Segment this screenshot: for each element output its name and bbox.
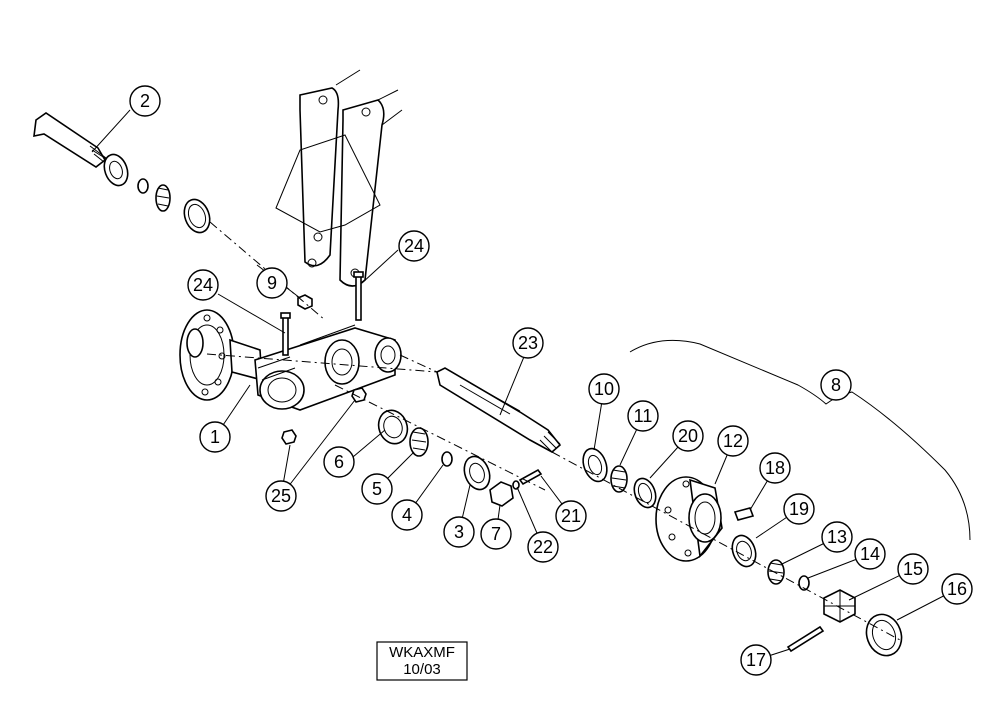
callout-label: 15 [903,559,923,579]
callout-label: 12 [723,431,743,451]
hub-part-12 [655,476,903,657]
callout-20: 20 [672,420,704,452]
lower-left-parts [377,409,543,507]
callout-label: 9 [267,273,277,293]
callout-label: 8 [831,375,841,395]
callout-8: 8 [820,369,852,401]
callout-15: 15 [897,553,929,585]
drawing-stamp: WKAXMF 10/03 [376,641,468,681]
callout-13: 13 [821,521,853,553]
callout-6: 6 [323,446,355,478]
callout-label: 7 [491,524,501,544]
callout-16: 16 [941,573,973,605]
callout-label: 1 [210,427,220,447]
callout-17: 17 [740,644,772,676]
callout-14: 14 [854,538,886,570]
callout-label: 18 [765,458,785,478]
stamp-date: 10/03 [403,661,441,678]
callout-22: 22 [527,531,559,563]
spindle-part-23 [436,367,562,453]
callout-1: 1 [199,421,231,453]
callout-label: 6 [334,452,344,472]
callout-label: 13 [827,527,847,547]
callout-label: 10 [594,379,614,399]
callout-3: 3 [443,516,475,548]
callout-label: 4 [402,505,412,525]
callout-23: 23 [512,327,544,359]
callout-5: 5 [361,473,393,505]
stamp-code: WKAXMF [389,644,455,661]
callout-24-right: 24 [398,230,430,262]
callout-19: 19 [783,493,815,525]
callout-7: 7 [480,518,512,550]
callout-21: 21 [555,500,587,532]
callout-4: 4 [391,499,423,531]
callout-9: 9 [256,267,288,299]
axle-housing [254,324,402,411]
callout-label: 11 [634,406,653,426]
callout-label: 2 [140,91,150,111]
callout-label: 19 [789,499,809,519]
callout-25: 25 [265,480,297,512]
callout-label: 24 [404,236,424,256]
callout-label: 23 [518,333,538,353]
callout-label: 22 [533,537,553,557]
bolts-and-nuts [280,271,367,445]
hub-part-1 [179,309,263,401]
callout-label: 14 [860,544,880,564]
callout-label: 3 [454,522,464,542]
frame-arms [275,69,403,287]
callout-24-left: 24 [187,269,219,301]
callout-label: 21 [561,506,581,526]
pin-part-2 [33,112,109,168]
callout-11: 11 [627,400,659,432]
callout-label: 24 [193,275,213,295]
callout-10: 10 [588,373,620,405]
callout-12: 12 [717,425,749,457]
callout-label: 25 [271,486,291,506]
callout-label: 5 [372,479,382,499]
right-bearings [582,447,657,509]
centre-lines [206,221,901,641]
callout-2: 2 [129,85,161,117]
callout-label: 16 [947,579,967,599]
upper-washers [103,153,211,234]
callout-label: 20 [678,426,698,446]
callout-18: 18 [759,452,791,484]
callout-label: 17 [746,650,766,670]
